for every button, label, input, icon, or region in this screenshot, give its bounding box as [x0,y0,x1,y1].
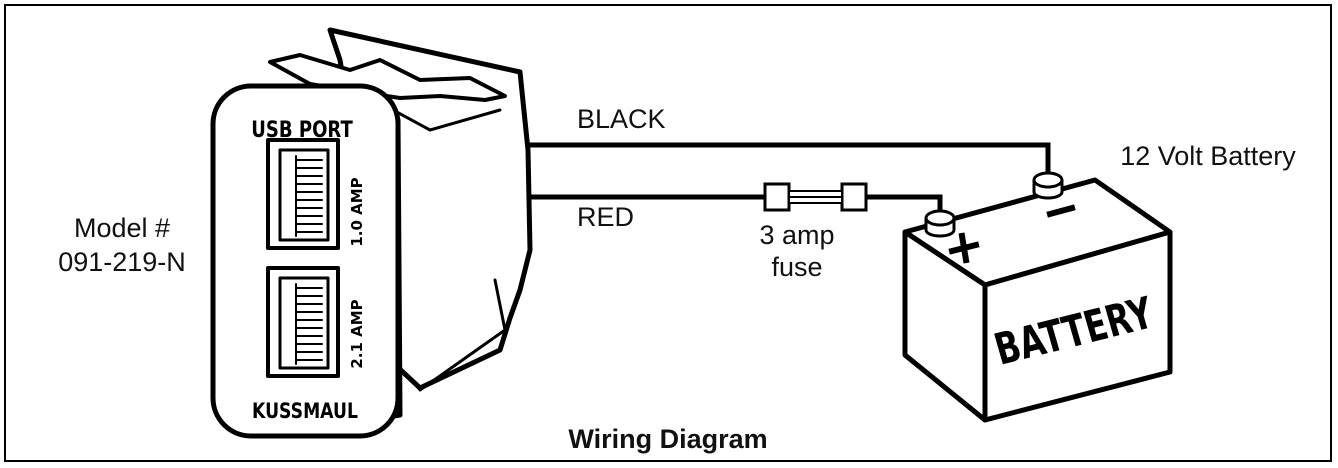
usb-port-2-inner [278,276,330,370]
device-brand-label: KUSSMAUL [252,398,358,423]
model-number: 091-219-N [58,247,186,277]
port-1-rating: 1.0 AMP [348,177,366,246]
battery-terminal-positive [924,209,956,238]
diagram-title: Wiring Diagram [568,424,767,454]
fuse [763,182,868,212]
battery-caption: 12 Volt Battery [1120,141,1296,171]
usb-port-2-contacts [295,283,323,365]
red-wire-label: RED [577,202,634,232]
battery-polarity [948,204,1076,264]
black-wire-label: BLACK [577,104,666,134]
fuse-label-line2: fuse [771,252,822,282]
usb-device [210,27,533,439]
fuse-cap-left [763,182,791,212]
housing-ridge-lower [418,278,507,392]
port-2-rating: 2.1 AMP [348,299,366,368]
black-wire [528,142,1051,178]
battery-side [982,229,1173,423]
plus-sign-v [958,232,970,264]
fuse-cap-right [840,182,868,212]
minus-sign [1046,204,1076,218]
model-label: Model # [74,213,170,243]
battery [902,171,1173,423]
usb-port-1-contacts [295,155,323,237]
device-top-label: USB PORT [251,116,353,142]
fuse-label-line1: 3 amp [759,220,834,250]
usb-port-1-inner [278,148,330,242]
faceplate [210,83,401,439]
battery-terminal-negative [1032,171,1064,200]
